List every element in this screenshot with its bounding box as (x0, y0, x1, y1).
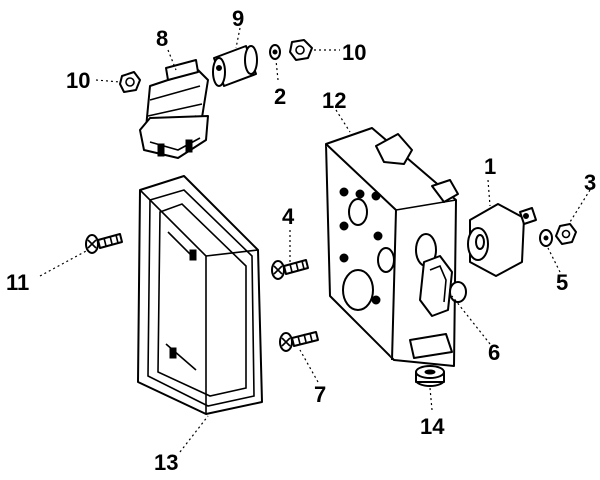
callout-4: 4 (282, 204, 295, 229)
callout-5: 5 (556, 270, 568, 295)
callout-7: 7 (314, 382, 326, 407)
callout-14: 14 (420, 414, 445, 439)
part-4-screw (271, 259, 309, 280)
part-13-frame (137, 175, 263, 415)
leader-lines (39, 27, 591, 453)
callout-10-right: 10 (342, 40, 366, 65)
part-11-screw (85, 233, 123, 254)
callout-3: 3 (584, 170, 596, 195)
callout-1: 1 (484, 154, 496, 179)
callout-11: 11 (6, 270, 29, 295)
callout-2: 2 (274, 84, 286, 109)
part-7-screw (279, 331, 319, 352)
callout-9: 9 (232, 6, 244, 31)
callout-labels: 1 2 3 4 5 6 7 8 9 10 10 11 12 13 14 (6, 6, 596, 475)
part-1-hub (467, 203, 537, 277)
part-14-foot (415, 365, 445, 387)
callout-8: 8 (156, 26, 168, 51)
part-3-nut (555, 223, 577, 245)
part-9-cylinder (212, 45, 258, 87)
callout-12: 12 (322, 88, 346, 113)
callout-13: 13 (154, 450, 178, 475)
callout-10-left: 10 (66, 68, 90, 93)
part-2-washer (269, 44, 281, 60)
part-10-nut-right (289, 39, 313, 61)
part-8-top-cover (139, 59, 209, 159)
part-6-bracket (419, 255, 467, 317)
part-5-washer (539, 229, 553, 247)
part-12-housing (325, 127, 459, 367)
part-10-nut-left (119, 71, 141, 93)
callout-6: 6 (488, 340, 500, 365)
